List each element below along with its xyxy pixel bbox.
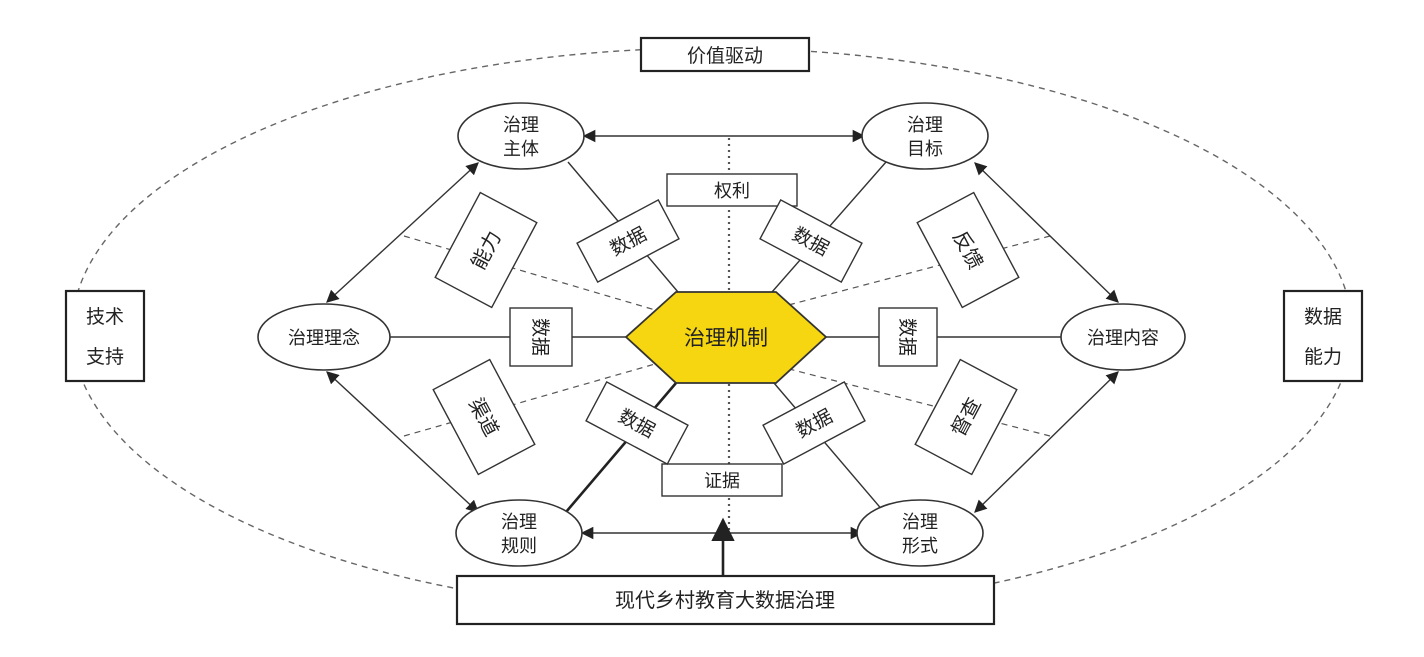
svg-text:数据: 数据: [1304, 306, 1342, 328]
node-concept: 治理理念: [257, 303, 391, 371]
node-goal: 治理 目标: [861, 102, 989, 170]
node-subject: 治理 主体: [457, 102, 585, 170]
svg-text:价值驱动: 价值驱动: [687, 45, 763, 67]
center-hexagon: [624, 291, 828, 384]
tech-support-box: 技术 支持: [64, 289, 146, 383]
node-content: 治理内容: [1060, 303, 1186, 371]
center-label: 治理机制: [684, 326, 768, 350]
arrow-concept-rules: [326, 371, 479, 513]
arrow-goal-content: [974, 162, 1119, 303]
svg-text:治理: 治理: [902, 512, 938, 533]
supervision-box: 督查: [914, 358, 1018, 476]
svg-text:治理理念: 治理理念: [288, 327, 360, 349]
svg-text:治理: 治理: [501, 512, 537, 533]
capability-box: 能力: [434, 191, 538, 309]
data-box-left: 数据: [509, 307, 573, 367]
data-box-lower-left: 数据: [585, 381, 689, 465]
value-driven-box: 价值驱动: [639, 36, 811, 73]
spoke-form: [773, 382, 885, 513]
data-box-upper-left: 数据: [576, 199, 680, 283]
svg-text:现代乡村教育大数据治理: 现代乡村教育大数据治理: [615, 588, 835, 612]
svg-text:形式: 形式: [902, 536, 938, 557]
base-title-box: 现代乡村教育大数据治理: [455, 574, 996, 626]
svg-text:主体: 主体: [503, 139, 539, 160]
svg-text:目标: 目标: [907, 139, 943, 160]
feedback-box: 反馈: [916, 191, 1020, 309]
data-box-right: 数据: [878, 307, 938, 367]
arrow-concept-subject: [326, 162, 479, 303]
svg-text:治理: 治理: [503, 115, 539, 136]
svg-text:治理: 治理: [907, 115, 943, 136]
svg-text:规则: 规则: [501, 536, 537, 557]
svg-text:技术: 技术: [86, 306, 124, 328]
svg-text:治理内容: 治理内容: [1087, 328, 1159, 349]
svg-text:能力: 能力: [1304, 346, 1342, 368]
svg-text:数据: 数据: [529, 318, 551, 356]
svg-text:权利: 权利: [714, 181, 750, 202]
rights-box: 权利: [666, 173, 798, 207]
channel-box: 渠道: [432, 358, 536, 476]
svg-text:支持: 支持: [86, 346, 124, 368]
svg-text:证据: 证据: [704, 471, 740, 492]
data-capability-box: 数据 能力: [1282, 289, 1364, 383]
data-box-upper-right: 数据: [759, 199, 863, 283]
node-rules: 治理 规则: [455, 499, 583, 567]
spoke-rules: [565, 382, 677, 513]
node-form: 治理 形式: [856, 499, 984, 567]
svg-text:数据: 数据: [896, 318, 918, 356]
arrow-content-form: [974, 371, 1119, 513]
evidence-box: 证据: [661, 463, 783, 497]
data-box-lower-right: 数据: [762, 381, 866, 465]
